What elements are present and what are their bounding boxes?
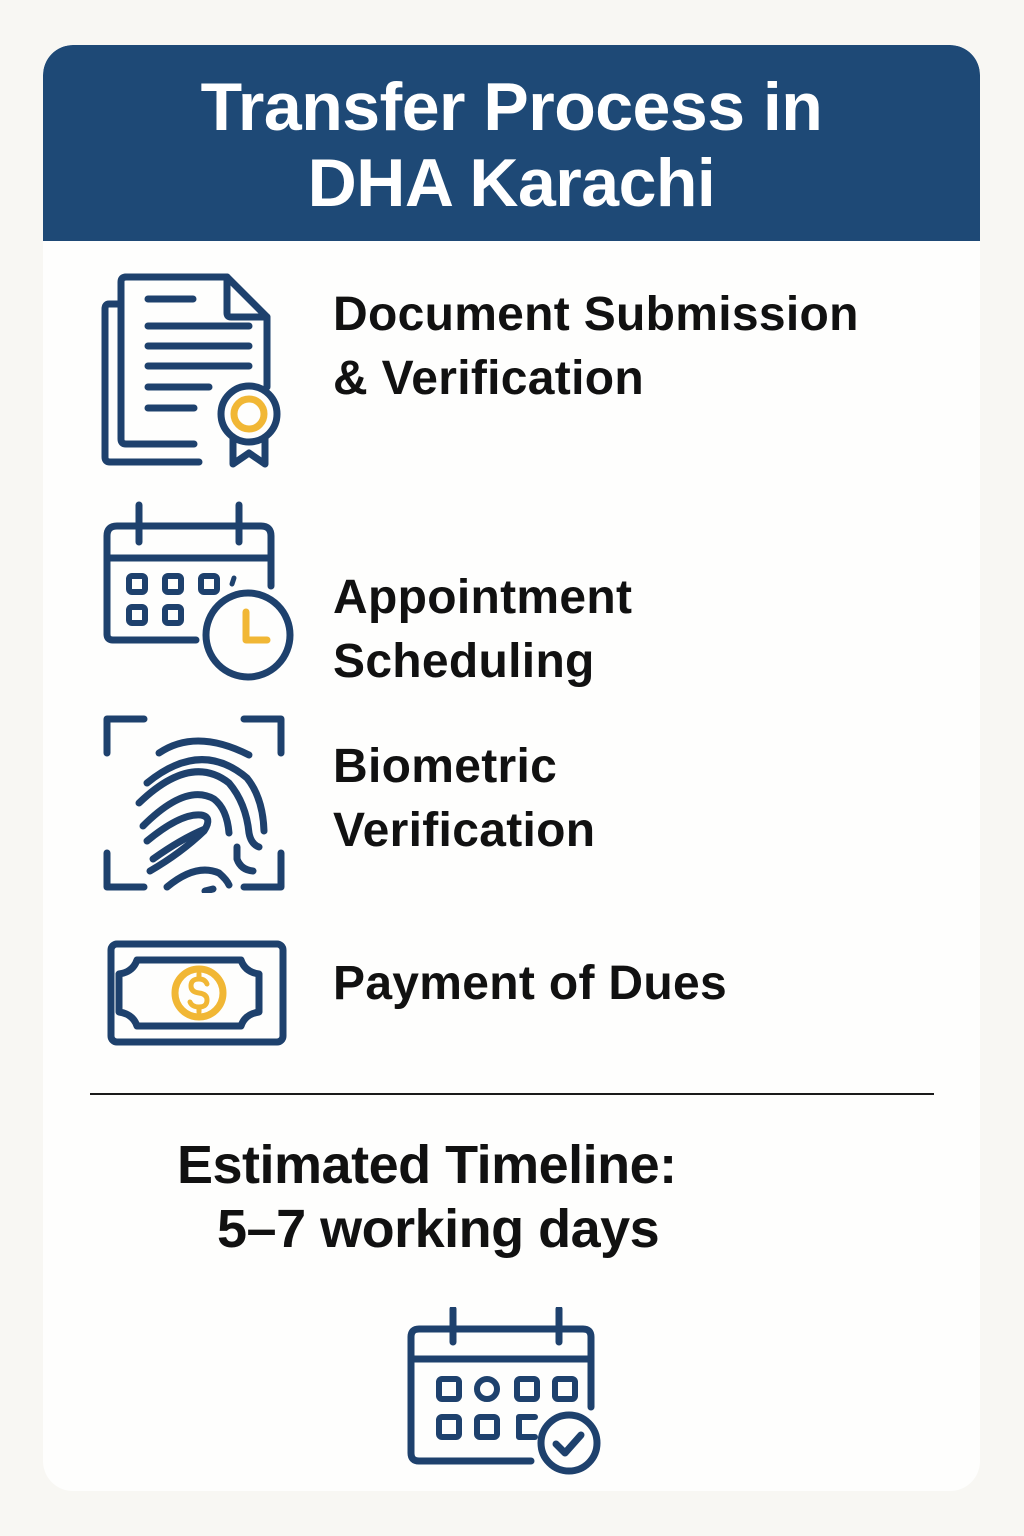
step-label-line-1: Document Submission xyxy=(333,288,859,341)
timeline-value: 5–7 working days xyxy=(217,1199,660,1259)
header-banner: Transfer Process in DHA Karachi xyxy=(43,45,980,241)
step-label-line-1: Payment of Dues xyxy=(333,957,727,1010)
step-appointment-scheduling: Appointment Scheduling xyxy=(43,500,980,690)
calendar-check-icon xyxy=(405,1305,601,1482)
calendar-clock-icon xyxy=(101,500,301,695)
step-document-submission: Document Submission & Verification xyxy=(43,269,980,469)
fingerprint-scan-icon xyxy=(101,713,291,898)
step-label: Payment of Dues xyxy=(333,952,727,1016)
step-label: Biometric Verification xyxy=(333,735,595,863)
section-divider xyxy=(90,1093,934,1095)
step-payment-of-dues: Payment of Dues xyxy=(43,938,980,1048)
timeline-label: Estimated Timeline: xyxy=(177,1135,677,1195)
title-line-2: DHA Karachi xyxy=(307,145,716,221)
step-label-line-1: Biometric xyxy=(333,740,558,793)
step-biometric-verification: Biometric Verification xyxy=(43,713,980,895)
certified-document-icon xyxy=(101,269,281,474)
step-label: Appointment Scheduling xyxy=(333,566,632,694)
title-line-1: Transfer Process in xyxy=(200,69,823,145)
step-label: Document Submission & Verification xyxy=(333,283,859,411)
step-label-line-1: Appointment xyxy=(333,571,633,624)
step-label-line-2: & Verification xyxy=(333,352,644,405)
page-title: Transfer Process in DHA Karachi xyxy=(43,69,980,221)
step-label-line-2: Verification xyxy=(333,804,596,857)
banknote-dollar-icon xyxy=(105,938,289,1053)
step-label-line-2: Scheduling xyxy=(333,635,595,688)
infographic-card: Transfer Process in DHA Karachi xyxy=(43,45,980,1491)
